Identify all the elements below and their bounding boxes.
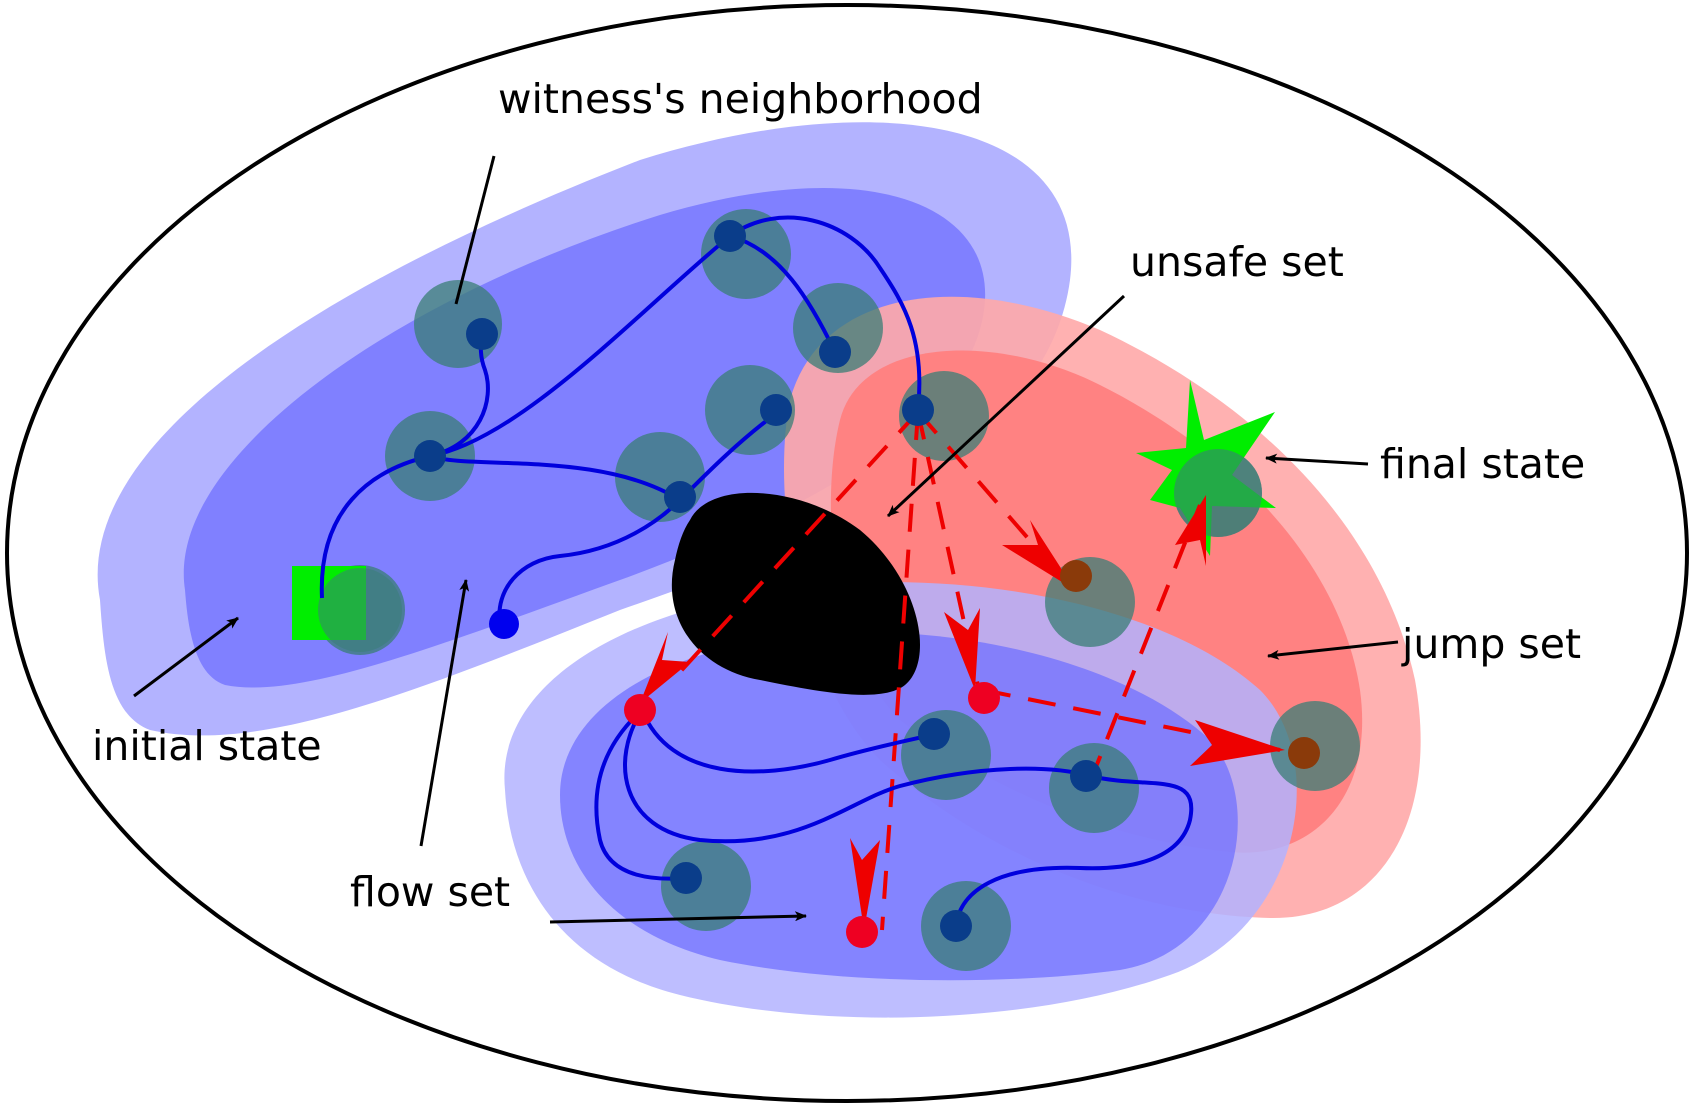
jump-point <box>846 916 878 948</box>
witness-point <box>1060 560 1092 592</box>
witness-point <box>714 220 746 252</box>
jump-set-pointer <box>1267 640 1399 660</box>
final-state-label: final state <box>1380 440 1585 488</box>
witness-point <box>670 862 702 894</box>
flow-set-label: flow set <box>350 868 510 916</box>
jump-set-label: jump set <box>1401 620 1581 668</box>
jump-point <box>968 682 1000 714</box>
initial-state-pointer <box>133 616 239 698</box>
witness-point <box>918 718 950 750</box>
witness-point <box>664 481 696 513</box>
witness-neighborhood-label: witness's neighborhood <box>498 75 983 123</box>
witness-point <box>1070 760 1102 792</box>
flow-set-pointer-up <box>419 579 470 847</box>
unsafe-set-pointer <box>886 294 1126 518</box>
unsafe-set-label: unsafe set <box>1130 238 1344 286</box>
jump-points <box>624 682 1000 948</box>
final-state-pointer <box>1265 453 1369 466</box>
flow-set-pointer-right <box>549 911 807 924</box>
jump-arrowheads <box>640 495 1285 930</box>
witness-points <box>414 220 1320 942</box>
witness-point <box>940 910 972 942</box>
annotation-arrows <box>133 155 1399 924</box>
flow-trajectories <box>319 215 1194 927</box>
witness-point <box>1288 737 1320 769</box>
witness-neighborhood <box>701 209 791 299</box>
witness-neighborhood <box>899 371 989 461</box>
witness-point <box>466 318 498 350</box>
witness-neighborhood <box>793 283 883 373</box>
witness-neighborhood-pointer <box>454 155 496 305</box>
unsafe-set <box>671 492 920 695</box>
witness-neighborhood <box>318 568 402 652</box>
initial-state-label: initial state <box>92 722 322 770</box>
witness-neighborhood <box>705 365 795 455</box>
witness-neighborhood <box>1174 449 1262 537</box>
witness-point <box>902 394 934 426</box>
jump-point <box>624 694 656 726</box>
flow-endpoint <box>489 609 519 639</box>
witness-point <box>819 336 851 368</box>
witness-point <box>414 440 446 472</box>
witness-point <box>760 394 792 426</box>
